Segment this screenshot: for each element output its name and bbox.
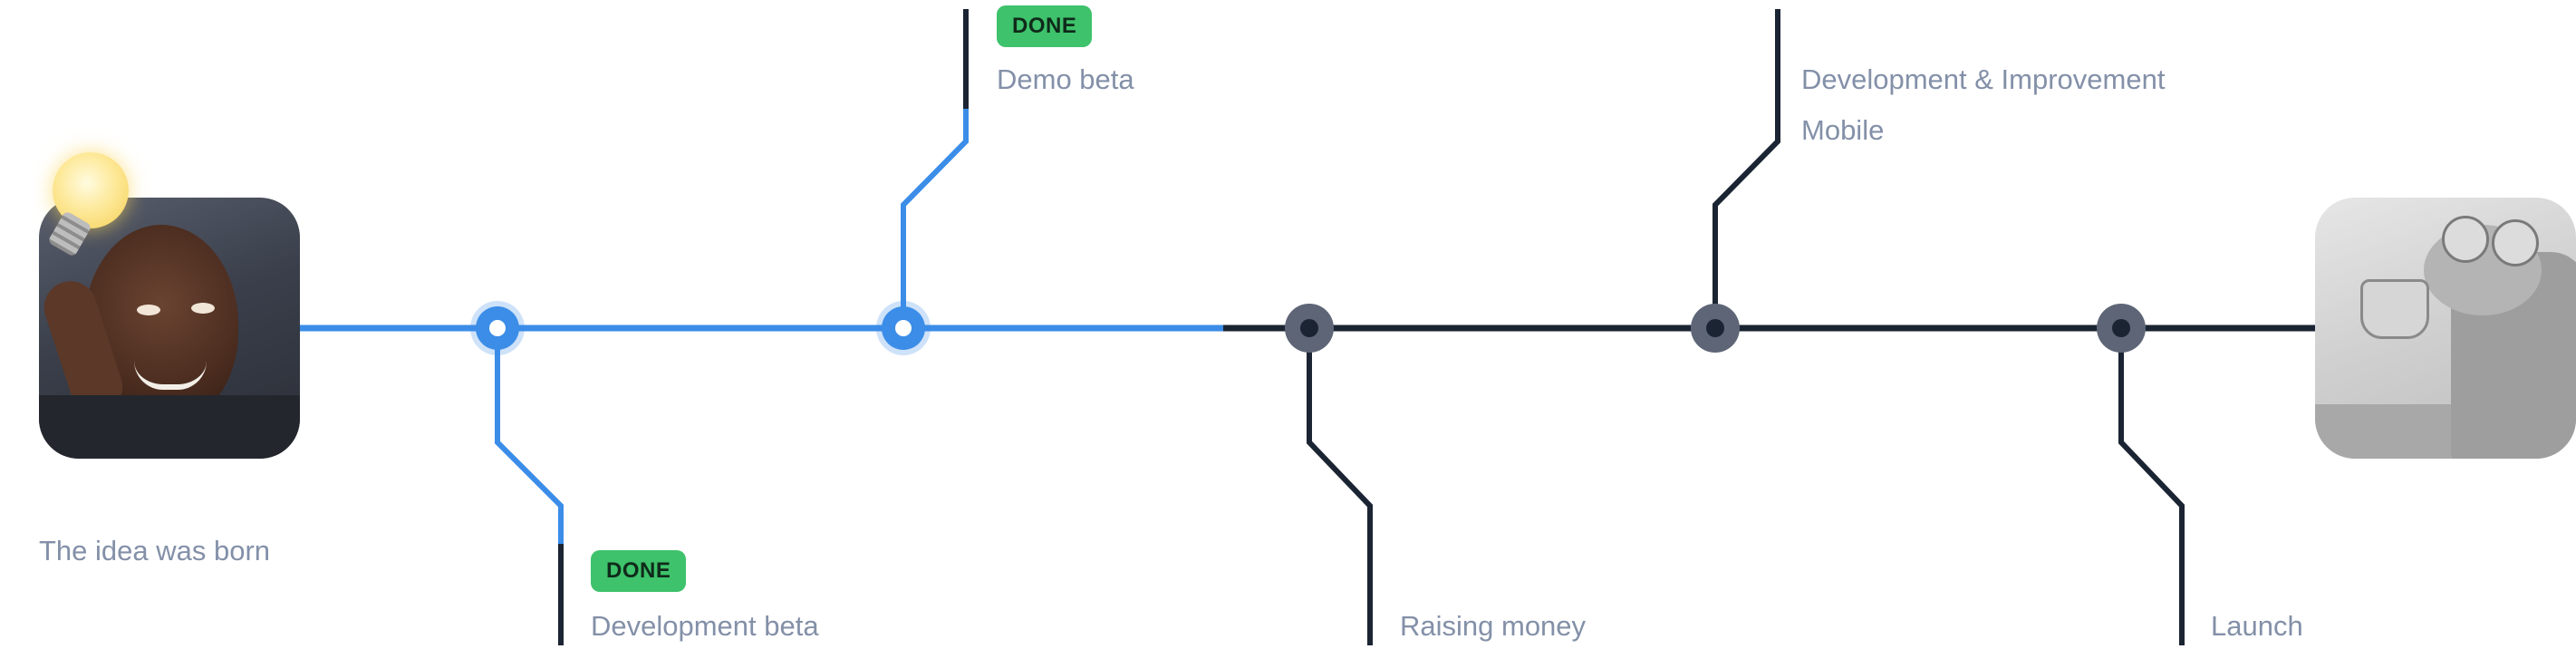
frog-eye-right — [2492, 219, 2539, 266]
end-image-kermit-tea — [2315, 198, 2576, 459]
milestone-2-node[interactable] — [876, 301, 931, 355]
milestone-4-connector — [1713, 9, 1780, 328]
milestone-3-node[interactable] — [1285, 304, 1334, 353]
milestone-5-connector — [2118, 328, 2185, 645]
shirt — [39, 395, 300, 459]
milestone-1-done-badge: DONE — [591, 550, 687, 592]
milestone-1-label[interactable]: Development beta — [591, 610, 819, 642]
milestone-4-label-line2[interactable]: Mobile — [1801, 114, 1885, 146]
milestone-1-connector — [495, 328, 564, 645]
eye-left — [137, 305, 160, 315]
frog-eye-left — [2442, 216, 2489, 263]
tea-cup — [2360, 279, 2429, 339]
eye-right — [191, 303, 215, 314]
milestone-4-label[interactable]: Development & Improvement — [1801, 63, 2166, 95]
smile — [134, 361, 207, 390]
start-label: The idea was born — [39, 535, 271, 567]
milestone-3-connector — [1307, 328, 1373, 645]
milestone-2-label[interactable]: Demo beta — [997, 63, 1134, 95]
milestone-3-label[interactable]: Raising money — [1400, 610, 1587, 642]
milestone-5-node[interactable] — [2097, 304, 2146, 353]
milestone-4-node[interactable] — [1691, 304, 1740, 353]
milestone-5-label[interactable]: Launch — [2211, 610, 2303, 642]
milestone-2-done-badge: DONE — [997, 5, 1093, 47]
start-image-thinking-man — [39, 198, 300, 459]
milestone-1-node[interactable] — [470, 301, 525, 355]
milestone-2-connector — [901, 9, 969, 328]
